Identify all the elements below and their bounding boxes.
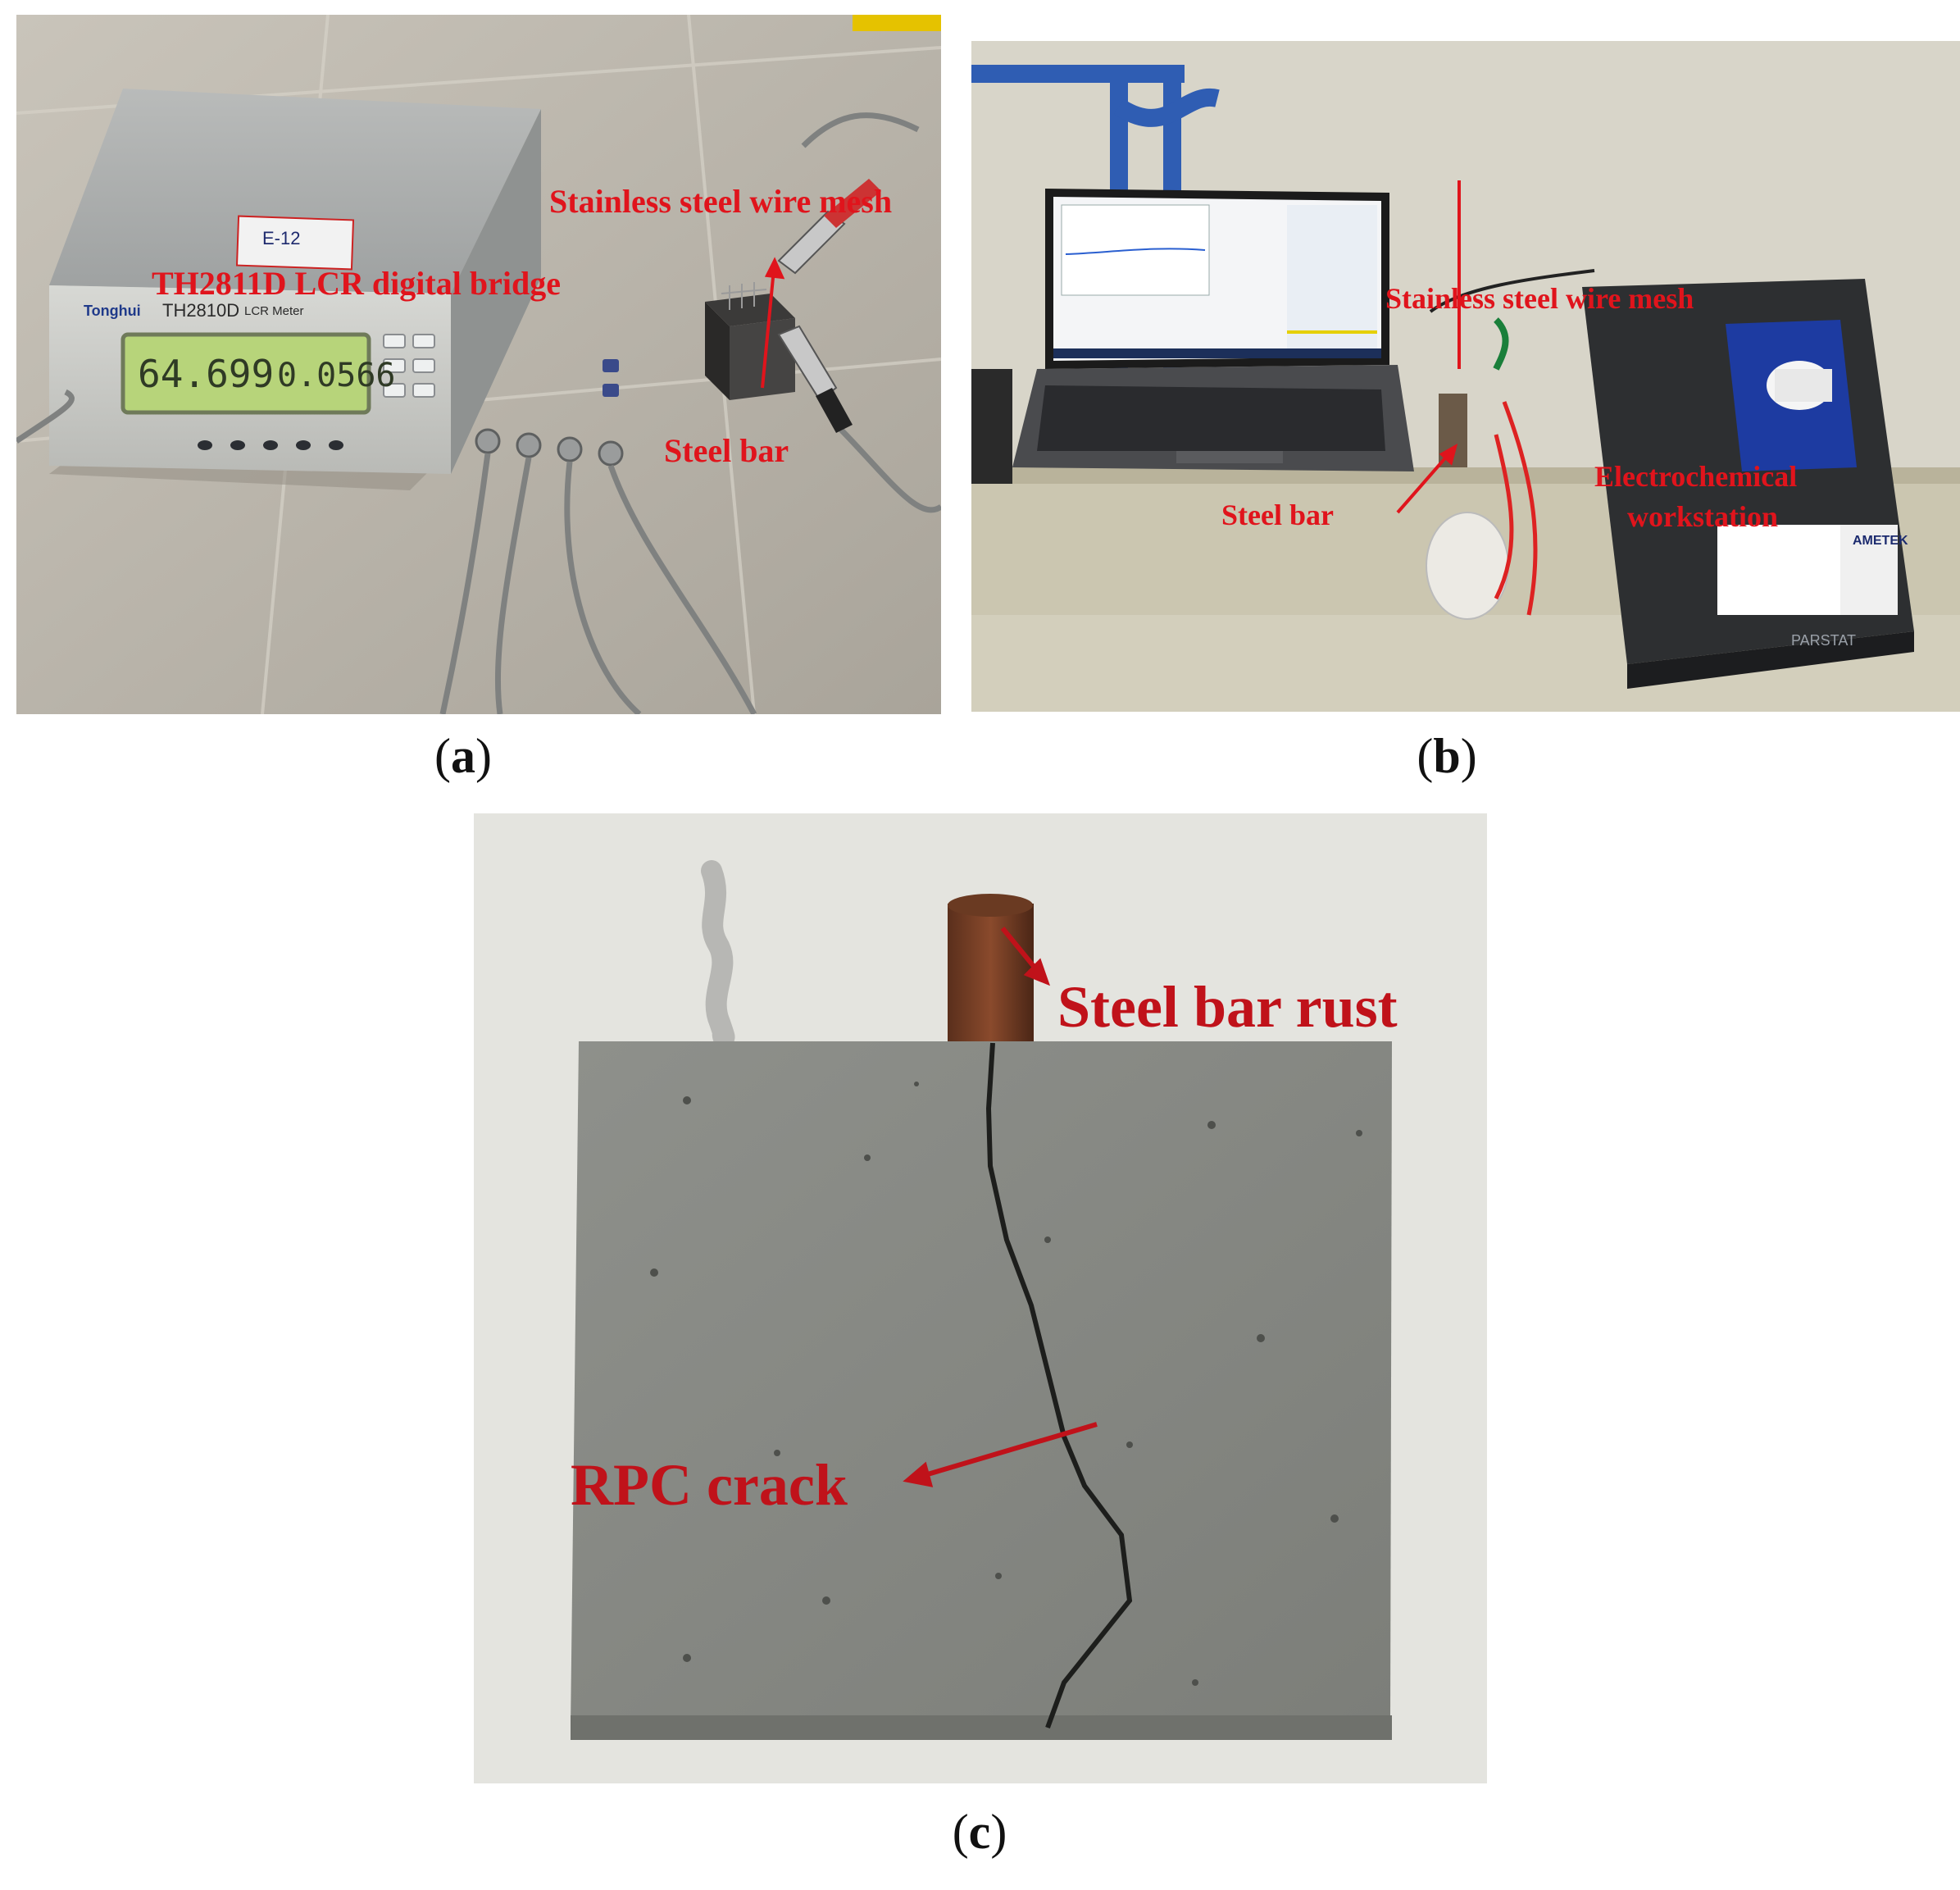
arrow-icon <box>903 927 1098 1487</box>
panel-a: Tonghui TH2810D LCR Meter 64.699 0.0566 … <box>16 15 941 714</box>
caption-c: (c) <box>952 1805 1007 1859</box>
label-bar-b: Steel bar <box>1221 499 1334 531</box>
display-left-reading: 64.699 <box>138 352 275 396</box>
display-right-reading: 0.0566 <box>277 357 396 394</box>
panel-a-photo <box>16 15 941 714</box>
label-device: TH2811D LCR digital bridge <box>152 265 561 302</box>
label-rust: Steel bar rust <box>1057 974 1398 1040</box>
device-model: TH2810D <box>162 300 240 321</box>
label-bar-a: Steel bar <box>664 432 789 469</box>
label-workstation-line2: workstation <box>1627 500 1779 533</box>
device-subtitle: LCR Meter <box>244 304 304 318</box>
caption-b: (b) <box>1417 729 1477 783</box>
label-mesh-b: Stainless steel wire mesh <box>1385 282 1694 315</box>
arrow-icon <box>1396 180 1461 514</box>
device-sticker-text: E-12 <box>262 228 301 248</box>
panel-b-photo <box>971 41 1960 712</box>
panel-b: AMETEK PARSTAT Stainless steel wire mesh… <box>971 41 1960 712</box>
arrow-icon <box>761 257 785 389</box>
label-mesh-a: Stainless steel wire mesh <box>549 183 893 220</box>
panel-c-photo <box>474 813 1487 1783</box>
caption-c-letter: c <box>968 1805 991 1859</box>
label-workstation-line1: Electrochemical <box>1594 460 1798 493</box>
label-crack: RPC crack <box>571 1452 848 1518</box>
device-brand: Tonghui <box>84 303 141 319</box>
caption-a: (a) <box>434 729 492 783</box>
caption-b-letter: b <box>1433 729 1461 783</box>
ametek-logo-text: AMETEK <box>1853 534 1908 548</box>
caption-a-letter: a <box>451 729 475 783</box>
panel-c: Steel bar rust RPC crack <box>474 813 1487 1783</box>
parstat-logo-text: PARSTAT <box>1791 632 1857 649</box>
